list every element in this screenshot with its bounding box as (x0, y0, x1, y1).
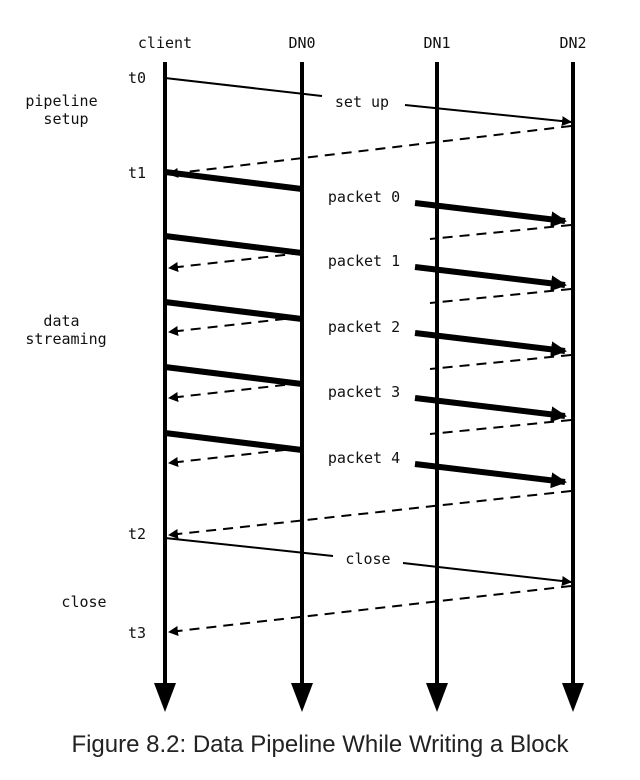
final-ack-arrow (168, 490, 572, 539)
phase-label-streaming: data streaming (25, 312, 106, 348)
time-label-t1: t1 (128, 164, 146, 182)
packet-send-arrow-segment (164, 364, 303, 387)
setup-ack-arrow (168, 125, 572, 178)
close-message-label: close (345, 550, 390, 568)
lifeline-label-dn2: DN2 (559, 34, 586, 52)
lifeline-end-arrow-client (154, 683, 176, 712)
lifeline-end-arrow-dn1 (426, 683, 448, 712)
lifeline-end-arrow-dn2 (562, 683, 584, 712)
packet-ack-arrow-segment (168, 252, 303, 272)
packet-label: packet 3 (328, 383, 400, 401)
packet-ack-arrow-segment (168, 382, 303, 402)
packet-label: packet 1 (328, 252, 400, 270)
packet-ack-arrow-segment (429, 419, 572, 435)
lifeline-label-dn0: DN0 (288, 34, 315, 52)
phase-label-setup-line: pipeline (25, 92, 97, 110)
close-message: close (164, 537, 572, 586)
setup-arrow-segment (164, 77, 323, 97)
figure-caption: Figure 8.2: Data Pipeline While Writing … (71, 731, 569, 758)
packet-label: packet 4 (328, 449, 400, 467)
packet-group: packet 0 packet 1 packet 2 packet 3 packet 4 (164, 169, 572, 489)
phase-label-streaming-line: streaming (25, 330, 106, 348)
lifeline-label-client: client (138, 34, 192, 52)
packet-send-arrow-segment (414, 461, 567, 489)
lifeline-end-arrow-dn0 (291, 683, 313, 712)
phase-label-setup-line: setup (43, 110, 88, 128)
packet-send-arrow-segment (164, 299, 303, 322)
setup-arrow-segment (404, 104, 572, 127)
phase-label-setup: pipeline setup (25, 92, 106, 128)
packet-ack-arrow-segment (429, 288, 572, 304)
phase-label-close: close (61, 593, 106, 611)
packet-ack-arrow-segment (429, 224, 572, 240)
close-arrow-segment (402, 562, 572, 586)
packet-send-arrow-segment (164, 430, 303, 453)
packet-label: packet 0 (328, 188, 400, 206)
packet-ack-arrow-segment (168, 316, 303, 336)
time-label-t2: t2 (128, 525, 146, 543)
packet-ack-arrow-segment (168, 447, 303, 467)
close-arrow-segment (164, 537, 334, 557)
packet-send-arrow-segment (414, 264, 567, 292)
setup-message-label: set up (335, 93, 389, 111)
packet-send-arrow-segment (164, 233, 303, 256)
close-ack-arrow (168, 585, 572, 636)
phase-label-streaming-line: data (43, 312, 79, 330)
time-label-t3: t3 (128, 624, 146, 642)
packet-send-arrow-segment (414, 395, 567, 423)
packet-send-arrow-segment (164, 169, 303, 192)
setup-message: set up (164, 77, 572, 127)
packet-send-arrow-segment (414, 330, 567, 358)
lifeline-label-dn1: DN1 (423, 34, 450, 52)
packet-label: packet 2 (328, 318, 400, 336)
packet-ack-arrow-segment (429, 354, 572, 370)
time-label-t0: t0 (128, 69, 146, 87)
phase-label-close-line: close (61, 593, 106, 611)
packet-send-arrow-segment (414, 200, 567, 228)
